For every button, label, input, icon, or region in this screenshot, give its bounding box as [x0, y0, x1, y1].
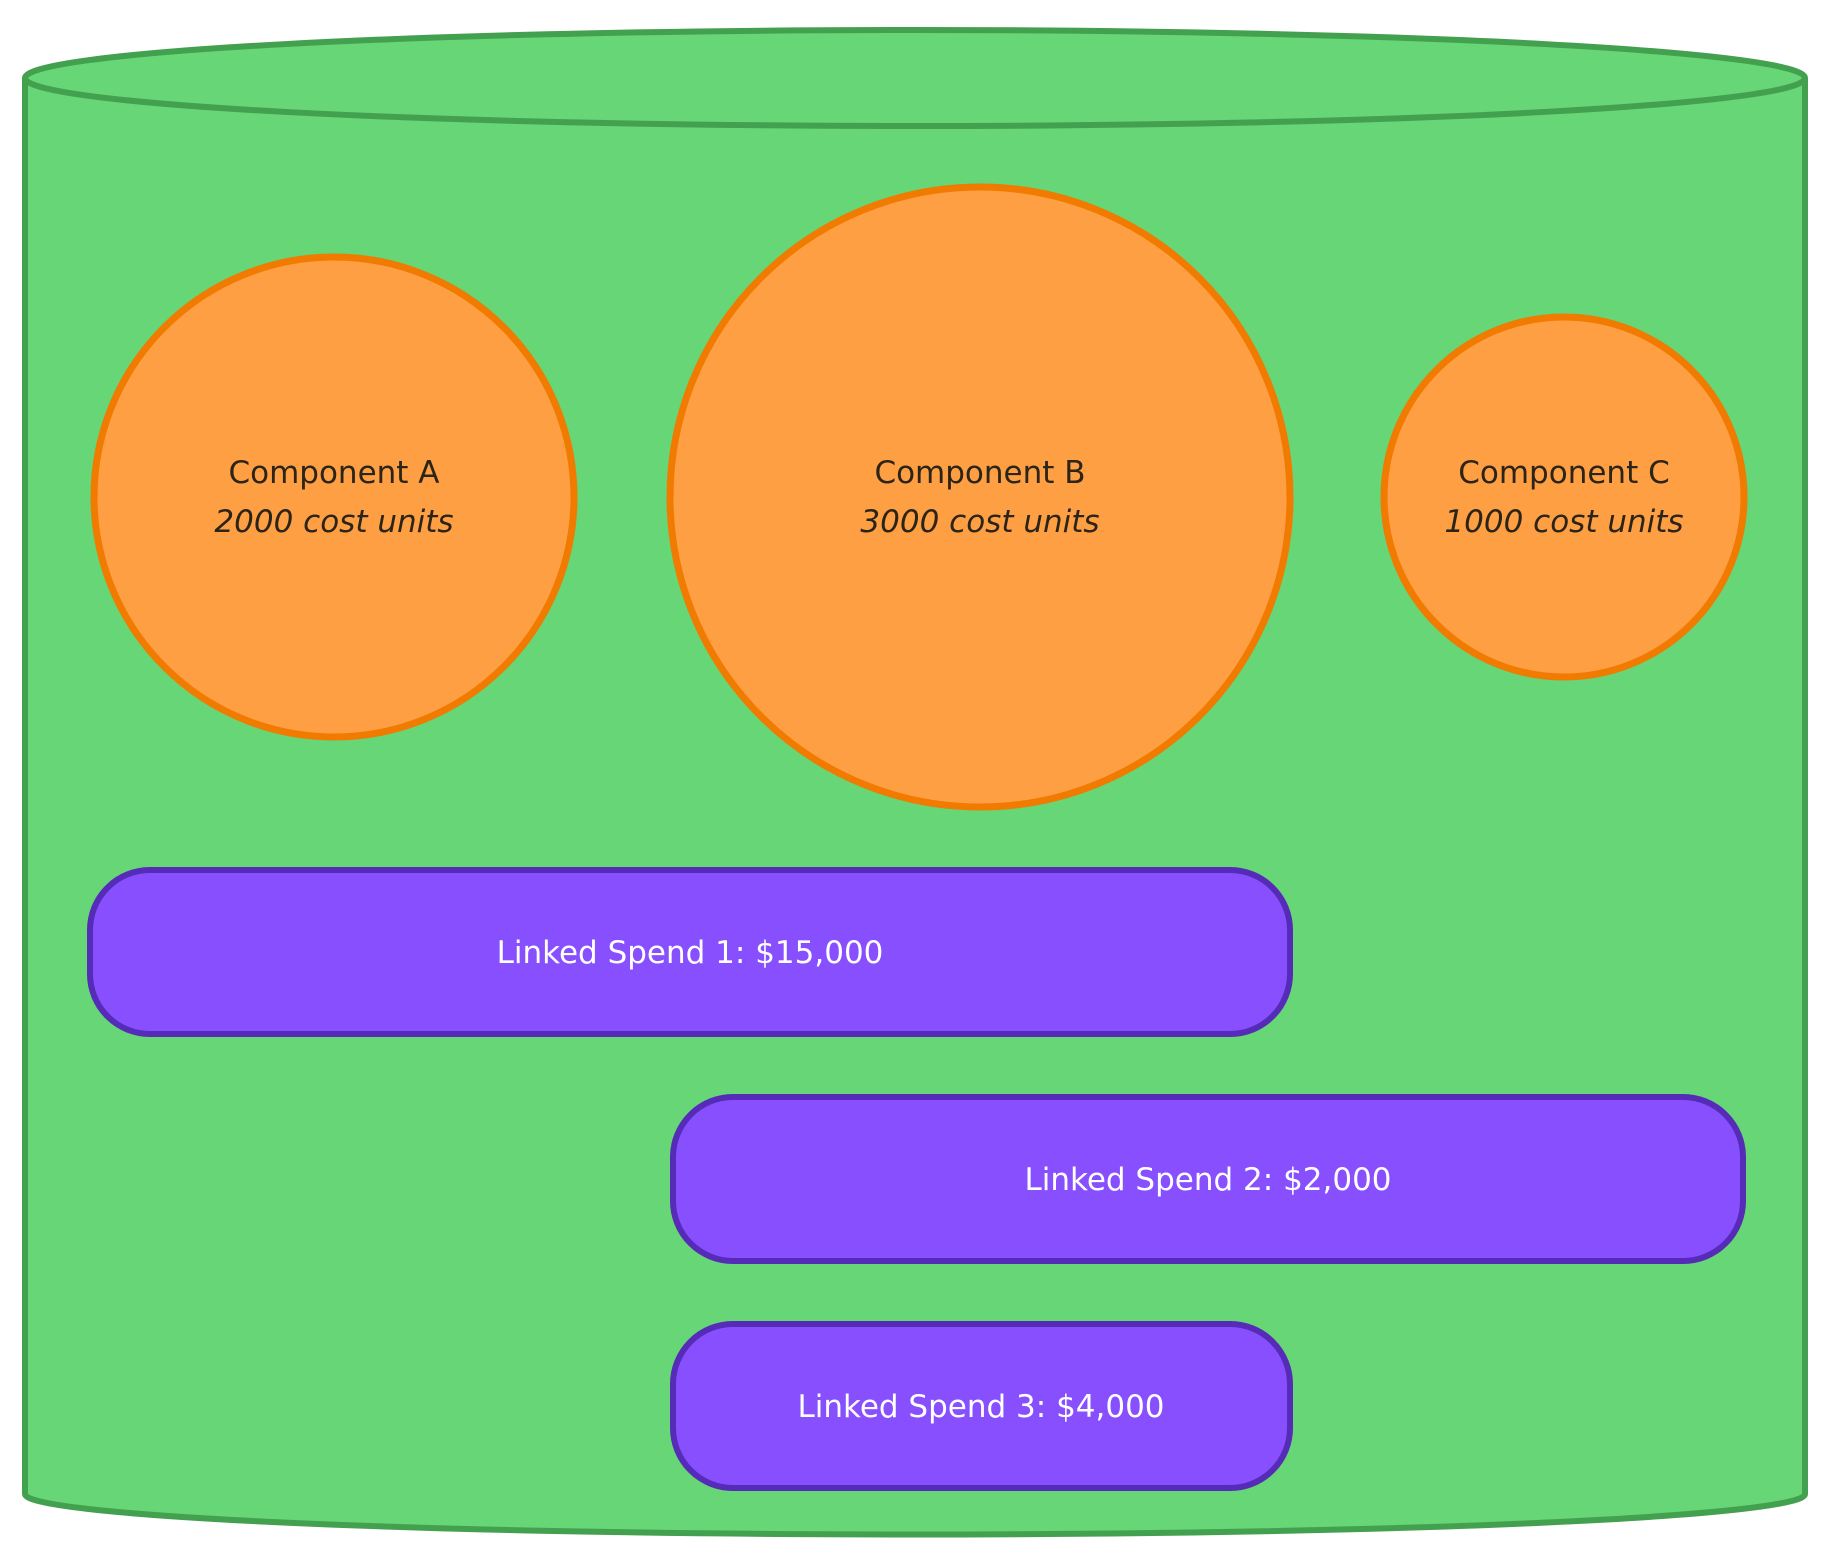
component-b-circle — [666, 183, 1294, 811]
linked-spend-2-box — [670, 1094, 1746, 1264]
component-c[interactable]: Component C 1000 cost units — [1380, 313, 1748, 681]
component-a-circle — [90, 253, 578, 741]
linked-spend-3-box — [670, 1321, 1293, 1491]
linked-spend-1-box — [87, 867, 1293, 1037]
linked-spend-1-label: Linked Spend 1: $15,000 — [497, 935, 884, 971]
component-a-cost: 2000 cost units — [214, 504, 453, 540]
component-c-circle — [1380, 313, 1748, 681]
linked-spend-3-label: Linked Spend 3: $4,000 — [797, 1389, 1164, 1425]
component-b-cost: 3000 cost units — [860, 504, 1099, 540]
component-c-name: Component C — [1458, 455, 1669, 491]
linked-spend-2[interactable]: Linked Spend 2: $2,000 — [670, 1094, 1746, 1264]
component-b[interactable]: Component B 3000 cost units — [666, 183, 1294, 811]
linked-spend-3[interactable]: Linked Spend 3: $4,000 — [670, 1321, 1293, 1491]
component-b-name: Component B — [874, 455, 1085, 491]
cylinder-top — [22, 27, 1808, 129]
component-c-cost: 1000 cost units — [1444, 504, 1683, 540]
component-a[interactable]: Component A 2000 cost units — [90, 253, 578, 741]
component-a-name: Component A — [228, 455, 439, 491]
linked-spend-2-label: Linked Spend 2: $2,000 — [1024, 1162, 1391, 1198]
linked-spend-1[interactable]: Linked Spend 1: $15,000 — [87, 867, 1293, 1037]
